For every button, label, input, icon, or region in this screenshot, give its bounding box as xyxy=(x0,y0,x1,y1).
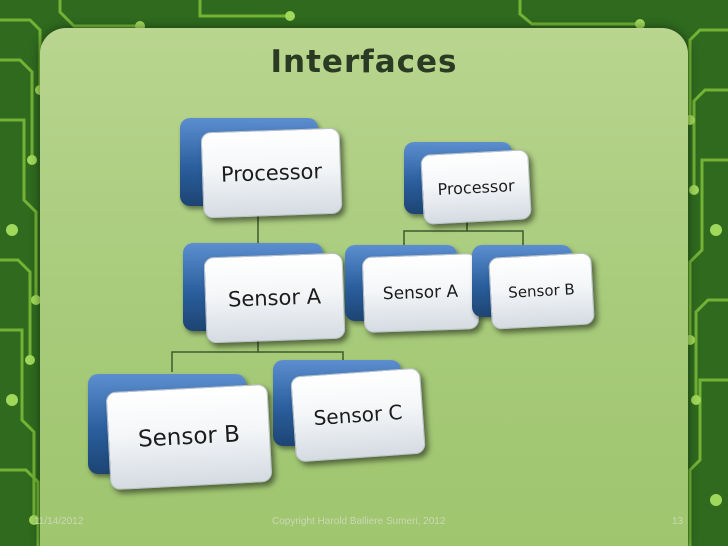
node-label: Processor xyxy=(437,175,515,199)
right-sensor-b-node: Sensor B xyxy=(472,245,595,330)
node-label: Sensor B xyxy=(137,421,241,453)
node-label: Processor xyxy=(220,159,323,187)
left-sensor-a-node: Sensor A xyxy=(183,243,346,344)
right-sensor-a-node: Sensor A xyxy=(345,245,480,333)
node-label: Sensor A xyxy=(227,284,322,312)
node-label: Sensor B xyxy=(507,280,576,302)
page-number: 13 xyxy=(672,516,684,527)
slide-title: Interfaces xyxy=(270,44,458,80)
left-processor-node: Processor xyxy=(180,118,343,219)
right-processor-node: Processor xyxy=(404,142,532,225)
footer-date: 11/14/2012 xyxy=(34,516,84,527)
left-sensor-c-node: Sensor C xyxy=(273,360,426,463)
node-label: Sensor C xyxy=(312,399,404,431)
footer-text: Copyright Harold Balliere Sumeri, 2012 xyxy=(272,516,446,527)
left-sensor-b-node: Sensor B xyxy=(88,374,273,491)
node-label: Sensor A xyxy=(382,281,459,305)
